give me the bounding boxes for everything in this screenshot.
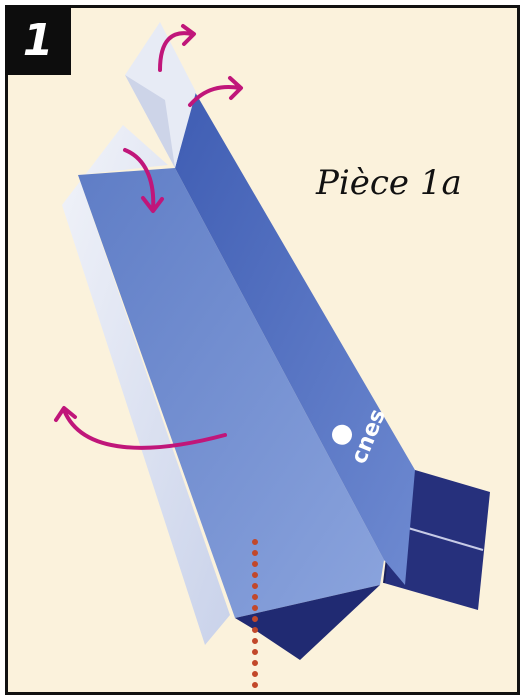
- step-number-badge: 1: [5, 5, 71, 75]
- piece-caption: Pièce 1a: [316, 163, 462, 203]
